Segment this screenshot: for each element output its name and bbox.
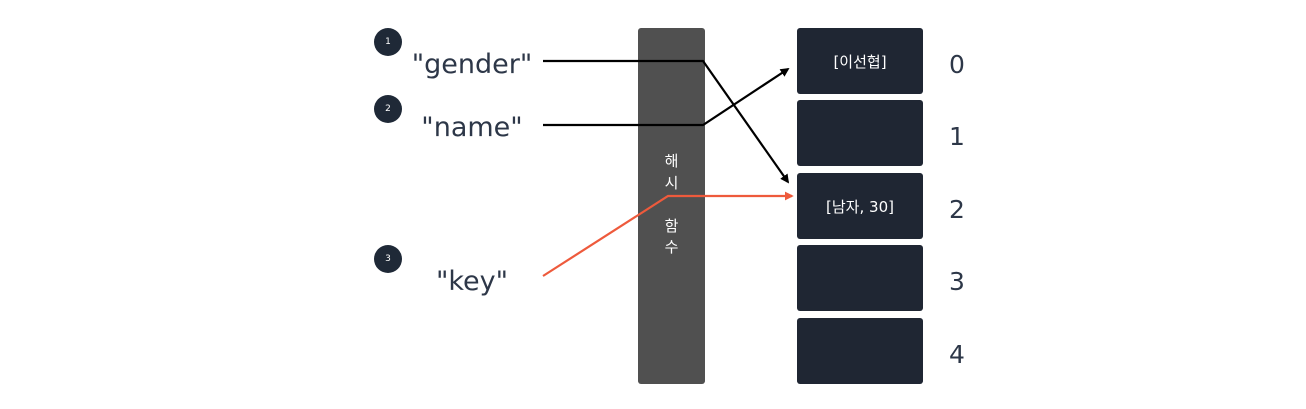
hash-function-char: 함 — [664, 217, 679, 235]
bucket-4 — [797, 318, 923, 384]
key-gender-label: "gender" — [411, 49, 533, 80]
arrow-gender-to-bucket-2 — [543, 59, 790, 184]
bucket-index: 0 — [949, 50, 965, 79]
arrow-name-to-bucket-0 — [543, 68, 790, 127]
key-key-label: "key" — [435, 266, 509, 297]
bucket-0: [이선협] — [797, 28, 923, 94]
step-badge-1: 1 — [374, 28, 402, 56]
bucket-index: 1 — [949, 122, 965, 151]
hash-function-bar: 해 시 함 수 — [638, 28, 705, 384]
bucket-index: 2 — [949, 195, 965, 224]
step-number: 1 — [385, 37, 391, 47]
hash-function-char: 시 — [664, 174, 679, 192]
bucket-value: [이선협] — [833, 52, 887, 71]
bucket-3 — [797, 245, 923, 311]
hash-function-char: 해 — [664, 152, 679, 170]
bucket-index: 3 — [949, 267, 965, 296]
bucket-index: 4 — [949, 340, 965, 369]
step-number: 3 — [385, 254, 391, 264]
step-number: 2 — [385, 104, 391, 114]
arrow-key-to-bucket-2 — [542, 191, 794, 277]
bucket-2: [남자, 30] — [797, 173, 923, 239]
bucket-1 — [797, 100, 923, 166]
step-badge-3: 3 — [374, 245, 402, 273]
key-name-label: "name" — [421, 112, 523, 143]
step-badge-2: 2 — [374, 95, 402, 123]
hash-function-char: 수 — [664, 238, 679, 256]
bucket-value: [남자, 30] — [826, 197, 894, 216]
